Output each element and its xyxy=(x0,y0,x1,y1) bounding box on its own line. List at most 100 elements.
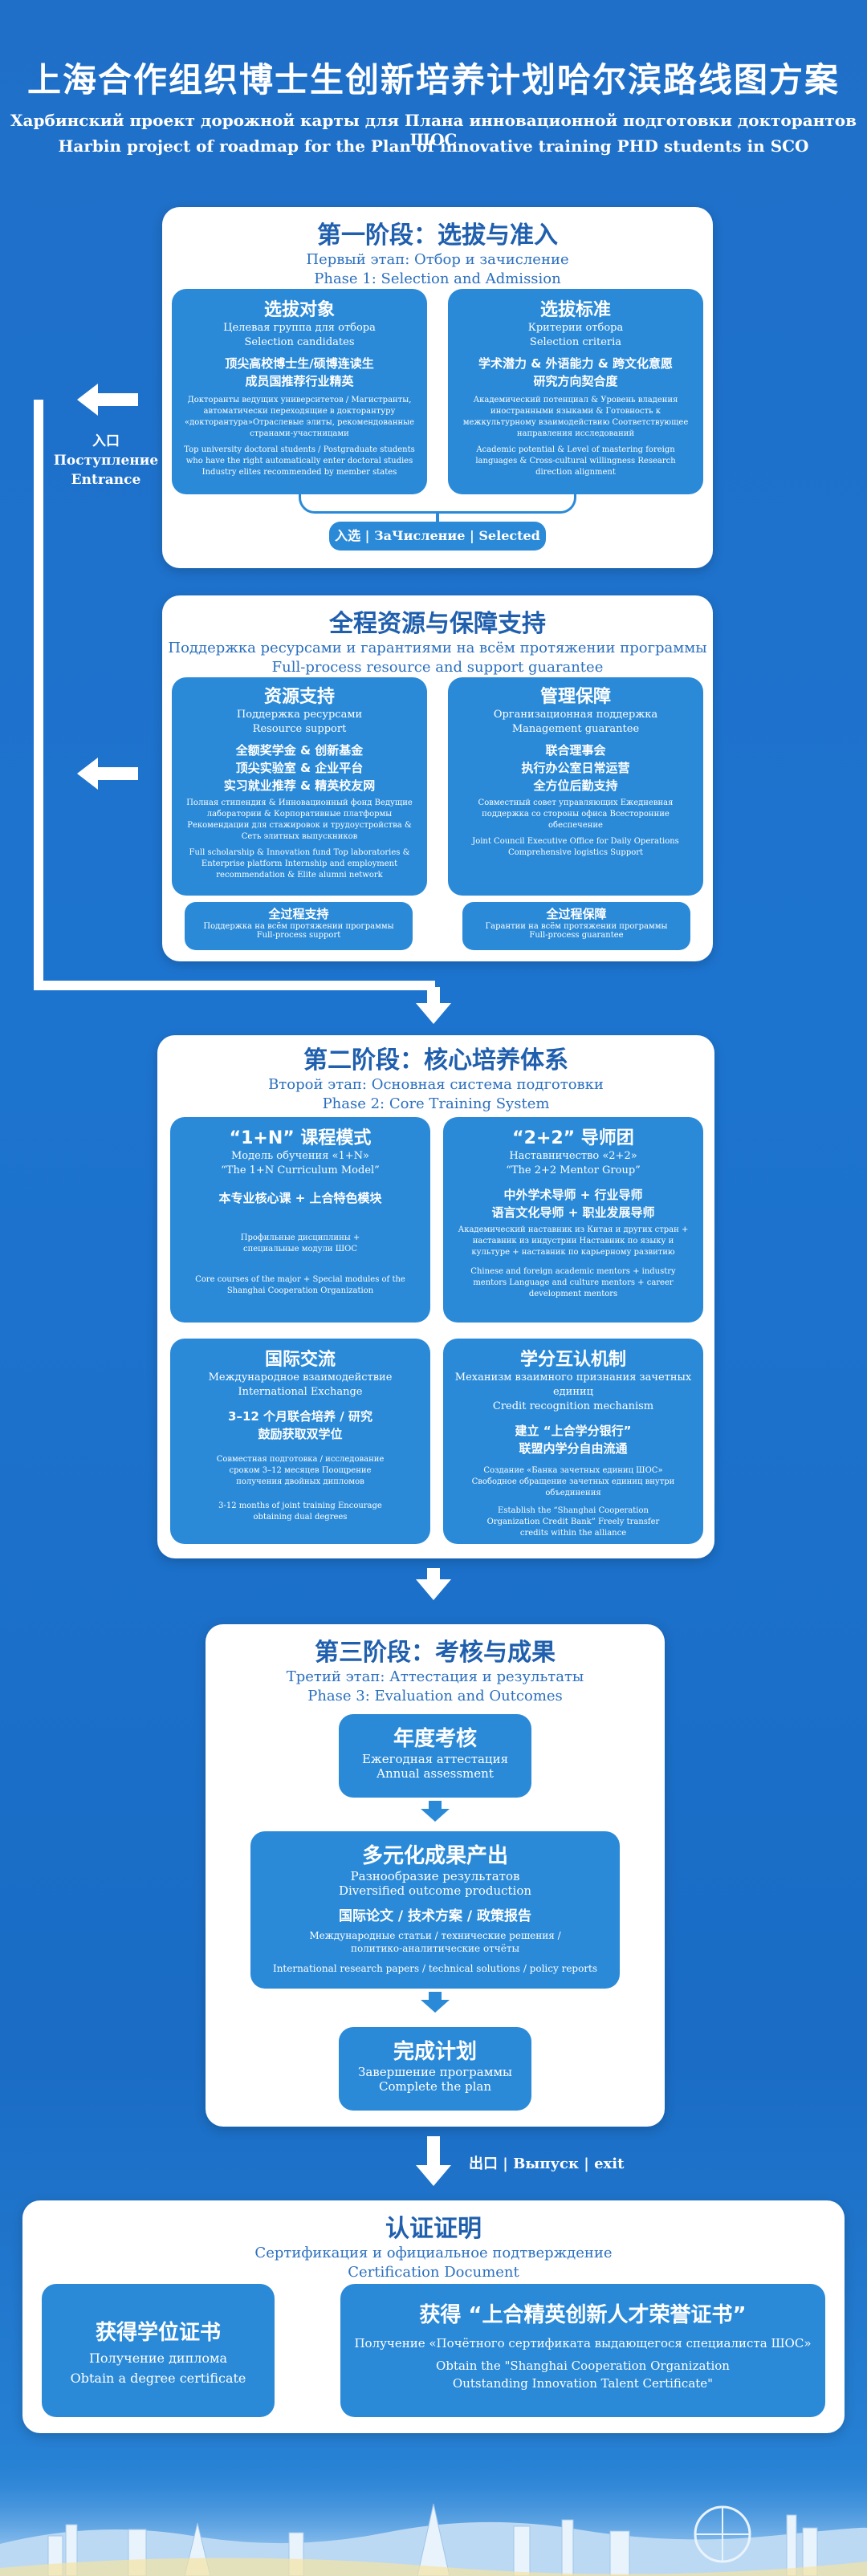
card-en: Management guarantee xyxy=(511,723,640,735)
city-skyline-illustration xyxy=(0,2456,867,2576)
degree-certificate-card: 获得学位证书 Получение диплома Obtain a degree… xyxy=(42,2284,275,2417)
pill-ru: Гарантии на всём протяжении программы xyxy=(485,922,668,931)
phase3-en: Phase 3: Evaluation and Outcomes xyxy=(307,1688,563,1704)
card-sm-ru: Совместная подготовка / исследование сро… xyxy=(216,1455,385,1486)
card-heading: 学分互认机制 xyxy=(519,1350,626,1370)
phase1-panel: 第一阶段：选拔与准入 Первый этап: Отбор и зачислен… xyxy=(162,207,713,568)
complete-plan-box: 完成计划 Завершение программы Complete the p… xyxy=(339,2027,531,2111)
card-ru: Целевая группа для отбора xyxy=(223,322,376,334)
card-sm-en: 3-12 months of joint training Encourage … xyxy=(218,1501,382,1522)
pill-en: Full-process support xyxy=(256,931,341,940)
cert-en: Certification Document xyxy=(348,2264,519,2281)
card-ru: Получение диплома xyxy=(88,2350,228,2366)
box-sm-en: International research papers / technica… xyxy=(272,1963,598,1974)
support-en: Full-process resource and support guaran… xyxy=(271,659,604,676)
box-ru: Завершение программы xyxy=(358,2065,512,2079)
card-heading: 国际交流 xyxy=(264,1350,336,1370)
box-en: Complete the plan xyxy=(378,2079,492,2094)
support-title: 全程资源与保障支持 xyxy=(329,610,546,638)
card-sm-ru: Совместный совет управляющих Ежедневная … xyxy=(478,798,674,830)
full-process-guarantee-pill: 全过程保障 Гарантии на всём протяжении програ… xyxy=(462,902,690,950)
card-ru: Механизм взаимного признания зачетных ед… xyxy=(454,1371,692,1398)
box-en: Diversified outcome production xyxy=(338,1883,532,1898)
phase2-ru: Второй этап: Основная система подготовки xyxy=(268,1076,604,1093)
support-panel: 全程资源与保障支持 Поддержка ресурсами и гарантия… xyxy=(162,595,713,961)
p3-arrow1-shaft xyxy=(429,1801,442,1809)
annual-assessment-box: 年度考核 Ежегодная аттестация Annual assessm… xyxy=(339,1714,531,1798)
card-body: 全额奖学金 & 创新基金 顶尖实验室 & 企业平台 实习就业推荐 & 精英校友网 xyxy=(223,743,376,793)
phase1-title: 第一阶段：选拔与准入 xyxy=(317,221,558,250)
card-en: Credit recognition mechanism xyxy=(492,1400,654,1412)
selection-candidates-card: 选拔对象 Целевая группа для отбора Selection… xyxy=(172,289,427,494)
page-subtitle-ru: Харбинский проект дорожной карты для Пла… xyxy=(10,111,857,149)
card-heading: 选拔标准 xyxy=(539,300,611,320)
selection-bracket xyxy=(299,494,576,514)
card-body: 学术潜力 & 外语能力 & 跨文化意愿 研究方向契合度 xyxy=(478,356,674,388)
box-sm-ru: Международные статьи / технические решен… xyxy=(309,1930,561,1954)
curriculum-model-card: “1+N” 课程模式 Модель обучения «1+N» “The 1+… xyxy=(170,1117,430,1323)
entrance-en: Entrance xyxy=(71,472,141,488)
card-sm-ru: Профильные дисциплины + специальные моду… xyxy=(240,1233,360,1253)
box-zh: 多元化成果产出 xyxy=(361,1844,508,1868)
exit-label: 出口 | Выпуск | exit xyxy=(469,2155,625,2172)
phase2-panel: 第二阶段：核心培养体系 Второй этап: Основная систем… xyxy=(157,1035,714,1558)
card-sm-en: Top university doctoral students / Postg… xyxy=(184,445,415,477)
card-en: Obtain the "Shanghai Cooperation Organiz… xyxy=(436,2359,730,2391)
card-sm-en: Chinese and foreign academic mentors + i… xyxy=(470,1267,676,1298)
card-ru: Получение «Почётного сертификата выдающе… xyxy=(354,2336,812,2350)
box-ru: Ежегодная аттестация xyxy=(361,1752,509,1766)
card-en: Selection criteria xyxy=(529,336,622,348)
card-body: 中外学术导师 + 行业导师 语言文化导师 + 职业发展导师 xyxy=(491,1188,655,1220)
phase3-ru: Третий этап: Аттестация и результаты xyxy=(286,1668,584,1685)
honor-certificate-card: 获得 “上合精英创新人才荣誉证书” Получение «Почётного с… xyxy=(340,2284,825,2417)
feedback-loop-line xyxy=(34,400,43,990)
p3-arrow1-icon xyxy=(421,1809,450,1822)
exit-arrow-icon xyxy=(416,2165,451,2186)
selection-criteria-card: 选拔标准 Критерии отбора Selection criteria … xyxy=(448,289,703,494)
phase2-en: Phase 2: Core Training System xyxy=(322,1095,550,1112)
box-zh: 完成计划 xyxy=(393,2040,477,2064)
support-arrow-shaft xyxy=(96,767,138,780)
card-heading: “1+N” 课程模式 xyxy=(229,1128,372,1148)
card-heading: 选拔对象 xyxy=(263,300,335,320)
card-zh: 获得 “上合精英创新人才荣誉证书” xyxy=(419,2303,747,2327)
selection-connector xyxy=(436,512,439,522)
card-ru: Международное взаимодействие xyxy=(208,1371,393,1383)
support-arrow-icon xyxy=(77,758,98,790)
card-ru: Критерии отбора xyxy=(527,322,624,334)
phase3-panel: 第三阶段：考核与成果 Третий этап: Аттестация и рез… xyxy=(206,1624,665,2127)
card-sm-en: Core courses of the major + Special modu… xyxy=(195,1275,405,1295)
pill-zh: 全过程保障 xyxy=(546,907,607,921)
arrow-to-phase2-shaft xyxy=(427,987,440,1005)
card-body: 顶尖高校博士生/硕博连读生 成员国推荐行业精英 xyxy=(225,356,374,388)
card-sm-en: Joint Council Executive Office for Daily… xyxy=(472,837,679,857)
p3-arrow2-shaft xyxy=(429,1992,442,2000)
card-en: International Exchange xyxy=(238,1386,363,1398)
card-body: 本专业核心课 + 上合特色模块 xyxy=(218,1191,382,1205)
box-big: 国际论文 / 技术方案 / 政策报告 xyxy=(338,1908,532,1924)
diversified-outcome-box: 多元化成果产出 Разнообразие результатов Diversi… xyxy=(250,1831,620,1989)
pill-en: Full-process guarantee xyxy=(529,931,624,940)
card-ru: Модель обучения «1+N» xyxy=(230,1150,369,1162)
card-body: 建立 “上合学分银行” 联盟内学分自由流通 xyxy=(515,1424,632,1456)
card-sm-ru: Докторанты ведущих университетов / Магис… xyxy=(184,396,415,438)
international-exchange-card: 国际交流 Международное взаимодействие Intern… xyxy=(170,1339,430,1544)
card-ru: Организационная поддержка xyxy=(493,709,658,721)
selected-pill: 入选 | ЗаЧисление | Selected xyxy=(329,522,546,551)
card-sm-ru: Академический наставник из Китая и други… xyxy=(458,1225,689,1257)
cert-title: 认证证明 xyxy=(385,2215,482,2243)
phase2-title: 第二阶段：核心培养体系 xyxy=(303,1046,568,1075)
support-ru: Поддержка ресурсами и гарантиями на всём… xyxy=(168,640,707,656)
box-zh: 年度考核 xyxy=(393,1727,477,1751)
p3-arrow2-icon xyxy=(421,2000,450,2013)
card-sm-en: Establish the “Shanghai Cooperation Orga… xyxy=(486,1506,660,1538)
credit-recognition-card: 学分互认机制 Механизм взаимного признания заче… xyxy=(443,1339,703,1544)
resource-support-card: 资源支持 Поддержка ресурсами Resource suppor… xyxy=(172,677,427,896)
card-ru: Наставничество «2+2» xyxy=(509,1150,637,1162)
entrance-ru: Поступление xyxy=(53,453,159,469)
card-en: “The 2+2 Mentor Group” xyxy=(506,1164,641,1176)
entrance-arrow-icon xyxy=(77,384,98,416)
card-en: Resource support xyxy=(252,723,347,735)
card-sm-ru: Полная стипендия & Инновационный фонд Ве… xyxy=(186,798,413,841)
certification-panel: 认证证明 Сертификация и официальное подтверж… xyxy=(22,2200,845,2433)
